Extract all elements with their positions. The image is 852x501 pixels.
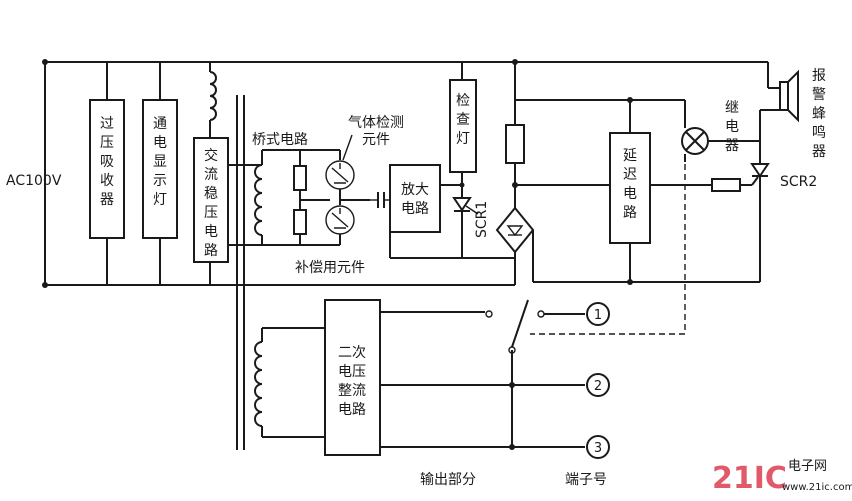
power-indicator-lamp: [142, 62, 178, 285]
terminal-3-label: 3: [594, 441, 602, 456]
bridge-circuit-label: 桥式电路: [252, 132, 308, 148]
output-lines: [380, 299, 585, 450]
relay: [681, 100, 760, 162]
relay-linkage: [530, 154, 686, 335]
rectifier-bridge: [495, 59, 685, 285]
secondary-rectifier: [324, 299, 381, 456]
terminal-1-label: 1: [594, 308, 602, 323]
relay-label: 继电器: [725, 100, 739, 154]
scr2: [650, 110, 770, 283]
ac-rails: [42, 59, 768, 288]
terminal-number-label: 端子号: [565, 472, 607, 488]
scr2-label: SCR2: [780, 174, 817, 190]
terminal-3: [586, 435, 610, 459]
scr1-label: SCR1: [474, 201, 490, 238]
amplifier-label: 放大电路: [401, 182, 429, 217]
amplifier: [389, 164, 462, 233]
watermark-sub-top: 电子网: [788, 459, 827, 474]
terminal-2: [586, 373, 610, 397]
ac-regulator: [193, 137, 262, 285]
inspect-lamp-label: 检查灯: [456, 93, 470, 147]
coupling-capacitor: [370, 192, 390, 208]
terminal-2-label: 2: [594, 379, 602, 394]
overvoltage-absorber-label: 过压吸收器: [100, 116, 114, 208]
overvoltage-absorber: [89, 62, 125, 285]
alarm-buzzer: [760, 62, 799, 123]
watermark-brand: 21IC: [712, 461, 787, 496]
gas-sensor-label: 气体检测元件: [348, 115, 404, 148]
watermark-logo: 21IC 电子网 www.21ic.com: [712, 459, 852, 496]
delay-circuit-label: 延迟电路: [623, 148, 637, 221]
ac-regulator-label: 交流稳压电路: [204, 147, 218, 259]
input-inductor: [209, 62, 217, 138]
inspect-lamp: [449, 62, 477, 198]
gas-sensor: [325, 134, 370, 245]
compensation-label: 补偿用元件: [295, 260, 365, 276]
transformer-core: [236, 95, 245, 450]
alarm-buzzer-label: 报警蜂鸣器: [812, 68, 826, 160]
terminal-1: [586, 302, 610, 326]
delay-circuit: [515, 97, 685, 285]
power-indicator-label: 通电显示灯: [153, 116, 167, 208]
secondary-rectifier-label: 二次电压整流电路: [338, 345, 366, 418]
secondary-winding: [254, 327, 325, 438]
output-section-label: 输出部分: [420, 472, 476, 488]
watermark-sub-bottom: www.21ic.com: [782, 482, 852, 493]
ac-source-label: AC100V: [6, 173, 62, 189]
scr1: [389, 182, 515, 259]
bridge-resistors: [293, 150, 330, 245]
